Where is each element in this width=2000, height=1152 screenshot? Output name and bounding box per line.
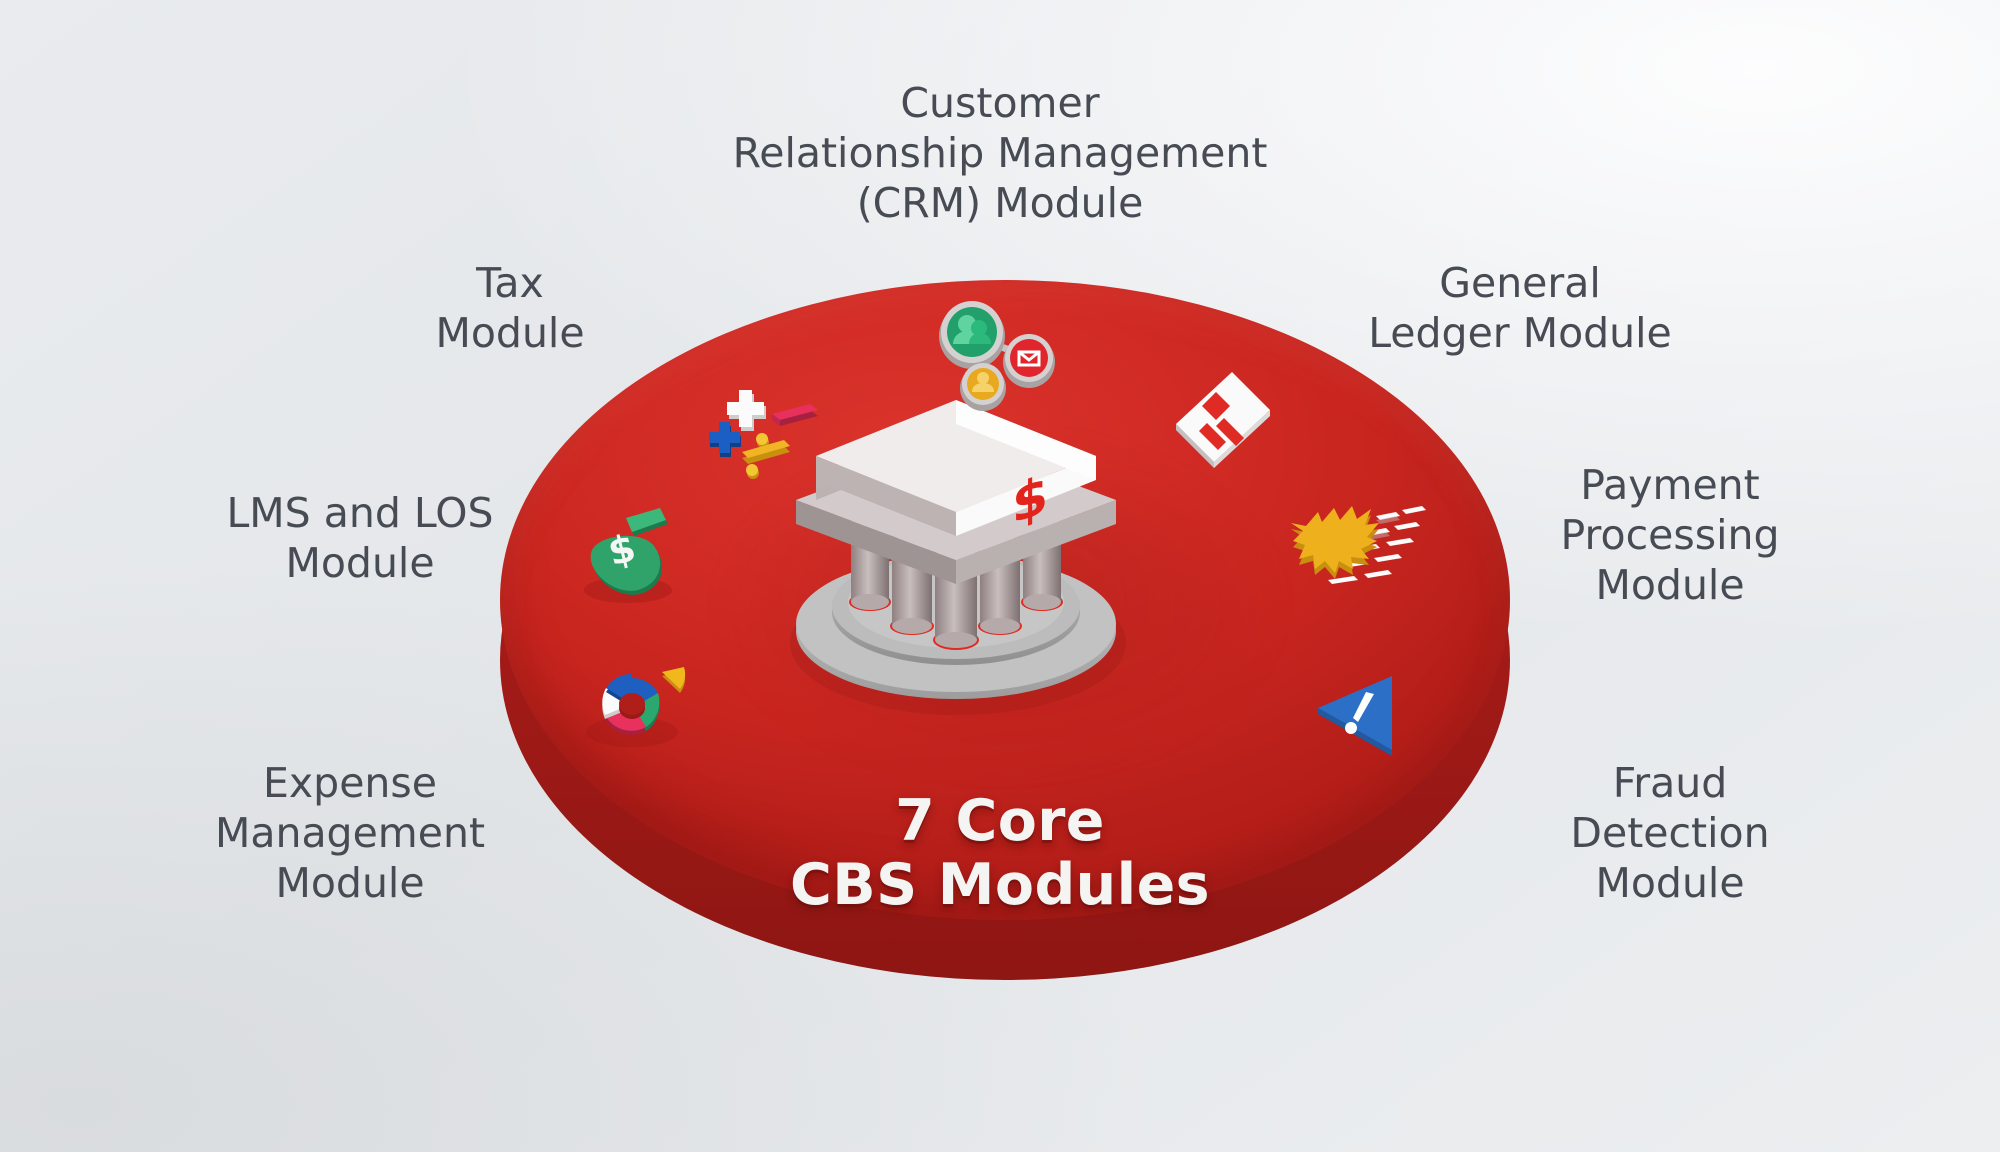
module-label-payment-processing: Payment Processing Module: [1560, 461, 1780, 610]
module-label-crm: Customer Relationship Management (CRM) M…: [732, 79, 1268, 228]
module-label-fraud-detection: Fraud Detection Module: [1570, 759, 1770, 908]
document-card-icon: [1158, 358, 1288, 483]
module-label-lms-los: LMS and LOS Module: [226, 489, 494, 588]
center-title: 7 Core CBS Modules: [560, 788, 1440, 918]
money-bag-icon: $: [572, 502, 692, 612]
center-title-line1: 7 Core: [895, 788, 1105, 854]
bank-building-icon: $: [760, 388, 1160, 718]
module-label-expense-management: Expense Management Module: [214, 759, 486, 908]
center-title-line2: CBS Modules: [790, 851, 1210, 918]
math-operators-icon: [700, 380, 830, 490]
svg-text:$: $: [1012, 462, 1048, 536]
module-label-tax: Tax Module: [435, 259, 585, 358]
warning-triangle-icon: [1300, 660, 1430, 780]
module-label-general-ledger: General Ledger Module: [1368, 259, 1672, 358]
fast-payment-burst-icon: [1291, 488, 1438, 608]
crm-network-icon: [925, 292, 1055, 412]
donut-chart-icon: [578, 648, 698, 758]
